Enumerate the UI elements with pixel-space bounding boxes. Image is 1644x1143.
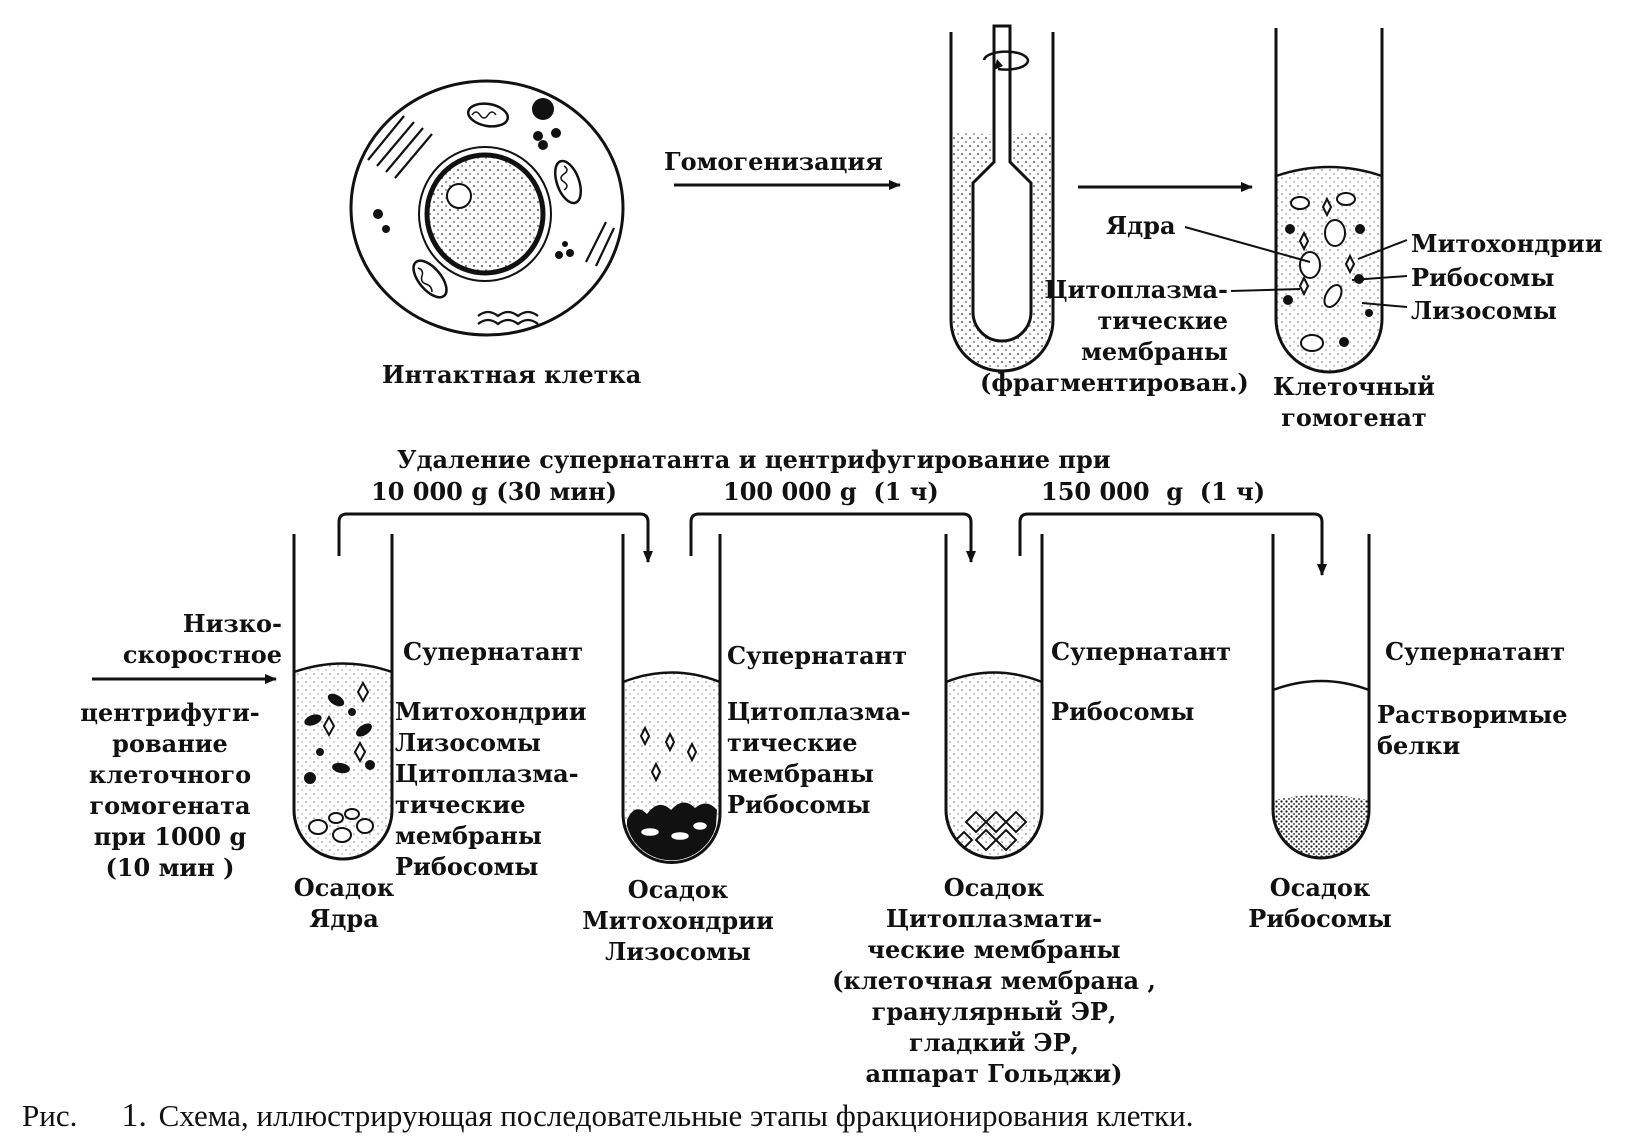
intact-cell — [349, 79, 625, 337]
low-speed-label: Низко- скоростное — [122, 609, 282, 669]
tube-4 — [1271, 534, 1371, 860]
tube-3 — [944, 534, 1044, 860]
nucleus — [418, 146, 552, 282]
tube-3-supernatant-contents: Рибосомы — [1051, 697, 1195, 726]
intact-cell-label: Интактная клетка — [382, 360, 642, 389]
homogenate-label: Клеточный гомогенат — [1273, 372, 1435, 432]
low-speed-details: центрифуги- рование клеточного гомогенат… — [80, 698, 260, 882]
caption-prefix: Рис. — [22, 1098, 78, 1133]
homogenizer — [949, 24, 1055, 373]
centrifugation-header: Удаление супернатанта и центрифугировани… — [397, 445, 1111, 474]
lysosomes-label: Лизосомы — [1411, 296, 1557, 325]
tube-2-supernatant-label: Супернатант — [727, 641, 908, 670]
tube-4-supernatant-label: Супернатант — [1385, 637, 1566, 666]
tube-1-supernatant-contents: Митохондрии Лизосомы Цитоплазма- тически… — [395, 697, 587, 881]
er-stacks-in-cell — [367, 115, 615, 326]
tube-1-supernatant-label: Супернатант — [403, 637, 584, 666]
lysosomes-in-cell — [373, 98, 574, 259]
tube-4-supernatant-contents: Растворимые белки — [1377, 700, 1568, 760]
caption-text: Схема, иллюстрирующая последовательные э… — [158, 1098, 1194, 1133]
tube-1 — [292, 534, 394, 861]
membranes-label: Цитоплазма- тические мембраны (фрагменти… — [980, 275, 1249, 397]
homogenization-label: Гомогенизация — [664, 147, 883, 176]
tube-3-supernatant-label: Супернатант — [1051, 637, 1232, 666]
step-label-2: 100 000 g (1 ч) — [723, 477, 939, 506]
mitochondria-label: Митохондрии — [1411, 229, 1603, 258]
nuclei-label: Ядра — [1106, 211, 1176, 240]
tube-1-pellet: Осадок Ядра — [293, 873, 395, 933]
tube-2-supernatant-contents: Цитоплазма- тические мембраны Рибосомы — [727, 697, 911, 819]
caption-number: 1. — [121, 1097, 147, 1134]
mitochondria-in-cell — [412, 102, 583, 299]
transfer-arrows — [337, 512, 1327, 576]
homogenate-pointer-lines — [1184, 226, 1408, 308]
step-label-1: 10 000 g (30 мин) — [371, 477, 618, 506]
figure-caption: Рис. 1. Схема, иллюстрирующая последовате… — [22, 1098, 1622, 1134]
step-label-3: 150 000 g (1 ч) — [1041, 477, 1266, 506]
tube-4-pellet: Осадок Рибосомы — [1248, 873, 1392, 933]
ribosomes-label: Рибосомы — [1411, 263, 1555, 292]
tube-2-pellet: Осадок Митохондрии Лизосомы — [582, 875, 774, 966]
tube-3-pellet: Осадок Цитоплазмати- ческие мембраны (кл… — [832, 873, 1156, 1088]
homogenate-tube — [1274, 28, 1384, 374]
tube-2 — [621, 534, 722, 864]
